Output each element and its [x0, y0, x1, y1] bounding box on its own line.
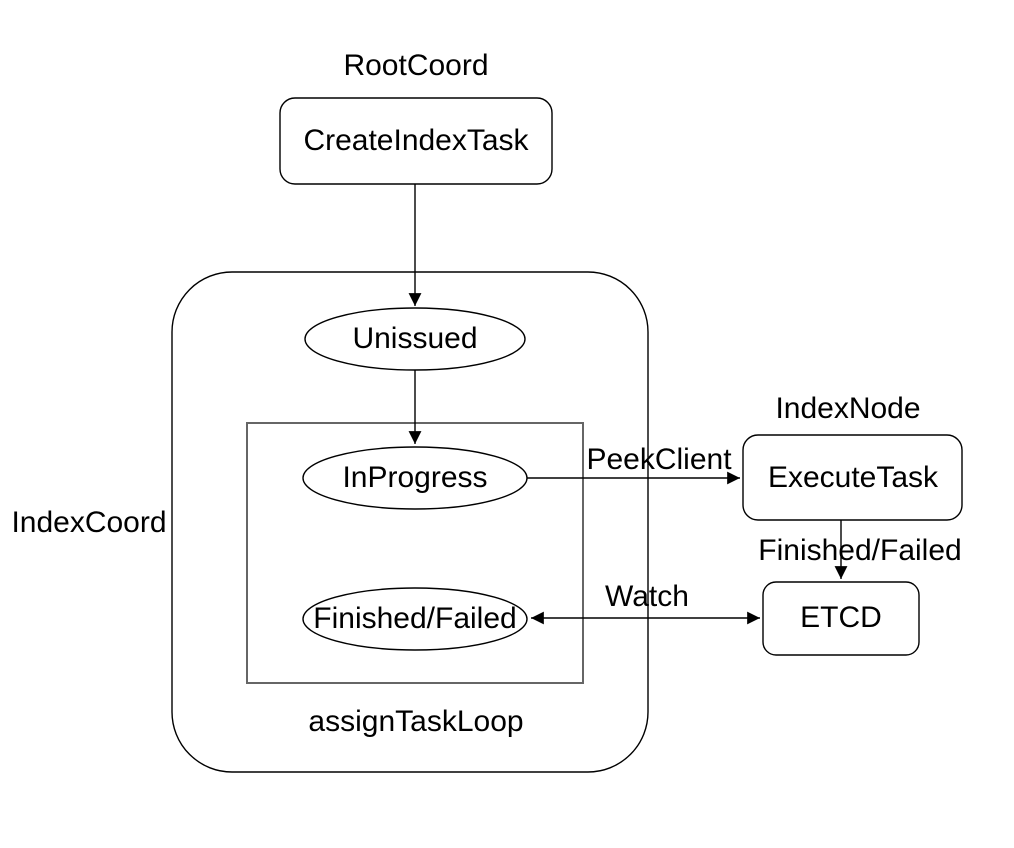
finished-failed-state-label: Finished/Failed	[313, 601, 517, 635]
create-index-task-node	[279, 97, 553, 185]
unissued-node	[304, 307, 526, 371]
finished-failed-edge-label: Finished/Failed	[758, 533, 962, 567]
execute-task-node	[742, 434, 963, 521]
etcd-node	[762, 581, 920, 656]
in-progress-label: InProgress	[342, 460, 488, 494]
assign-task-loop-label: assignTaskLoop	[308, 704, 524, 738]
index-node-label: IndexNode	[775, 391, 921, 425]
create-index-task-label: CreateIndexTask	[303, 123, 529, 157]
execute-task-label: ExecuteTask	[767, 460, 939, 494]
finished-failed-node	[302, 587, 528, 651]
watch-edge-label: Watch	[605, 579, 689, 613]
etcd-label: ETCD	[800, 600, 882, 634]
peek-client-edge-label: PeekClient	[586, 442, 732, 476]
unissued-label: Unissued	[352, 321, 478, 355]
root-coord-label: RootCoord	[343, 48, 489, 82]
in-progress-node	[302, 446, 528, 510]
index-coord-label: IndexCoord	[11, 505, 167, 539]
index-coord-container	[171, 271, 649, 773]
